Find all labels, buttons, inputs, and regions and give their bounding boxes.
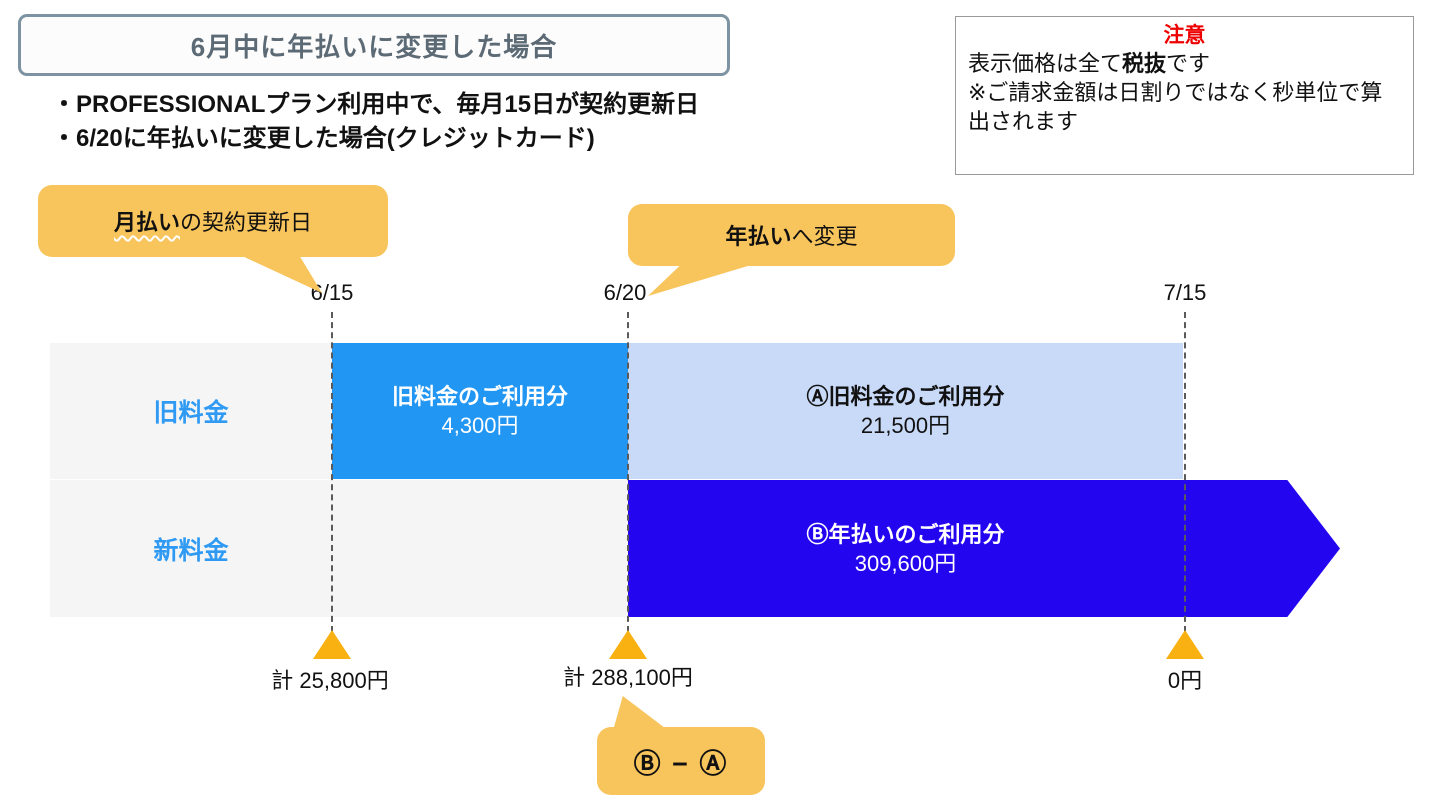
callout-yearly-change: 年払いへ変更 <box>628 204 955 266</box>
callout-yearly-tail <box>648 264 755 296</box>
notice-box: 注意 表示価格は全て税抜です ※ご請求金額は日割りではなく秒単位で算出されます <box>955 16 1414 175</box>
dashed-line-6-15 <box>331 312 333 632</box>
billing-marker-triangle-icon-1 <box>313 630 351 659</box>
total-amount-6-20: 計 288,100円 <box>563 665 693 690</box>
callout-yearly-bold: 年払い <box>725 224 792 249</box>
notice-line1-bold: 税抜 <box>1122 51 1167 76</box>
row-label-new-price: 新料金 <box>153 536 229 565</box>
notice-line1-pre: 表示価格は全て <box>968 51 1123 76</box>
condition-bullet-1: ・PROFESSIONALプラン利用中で、毎月15日が契約更新日 <box>52 91 700 118</box>
callout-monthly-rest: の契約更新日 <box>180 210 313 235</box>
condition-bullet-2: ・6/20に年払いに変更した場合(クレジットカード) <box>52 125 595 152</box>
callout-monthly-bold: 月払い <box>113 210 180 235</box>
total-amount-7-15: 0円 <box>1167 668 1203 693</box>
segment-old-price-usage-amount: 4,300円 <box>441 413 519 438</box>
callout-yearly-change-label: 年払いへ変更 <box>725 219 857 251</box>
billing-marker-triangle-icon-3 <box>1166 630 1204 659</box>
notice-line1-post: です <box>1166 51 1211 76</box>
callout-monthly-renewal-label: 月払いの契約更新日 <box>114 205 312 237</box>
dashed-line-6-20 <box>627 312 629 632</box>
callout-monthly-tail <box>240 255 322 293</box>
segment-b-yearly-usage-text: Ⓑ年払いのご利用分 309,600円 <box>628 480 1183 617</box>
notice-line-1: 表示価格は全て税抜です <box>968 49 1401 78</box>
dashed-line-7-15 <box>1184 312 1186 632</box>
notice-heading: 注意 <box>1163 24 1206 47</box>
row-label-old-price: 旧料金 <box>153 399 229 427</box>
segment-a-old-price-usage-amount: 21,500円 <box>860 413 951 438</box>
segment-b-yearly-usage-arrow: Ⓑ年払いのご利用分 309,600円 <box>628 480 1340 617</box>
callout-monthly-renewal: 月払いの契約更新日 <box>38 185 388 257</box>
diagram-title: 6月中に年払いに変更した場合 <box>190 31 558 62</box>
segment-a-old-price-usage-title: Ⓐ旧料金のご利用分 <box>806 384 1005 409</box>
old-price-row-background <box>50 343 332 479</box>
date-label-7-15: 7/15 <box>1163 280 1207 305</box>
callout-formula: Ⓑ − Ⓐ <box>597 727 765 795</box>
billing-marker-triangle-icon-2 <box>609 630 647 659</box>
segment-b-yearly-usage-title: Ⓑ年払いのご利用分 <box>806 521 1005 547</box>
notice-line-2: ※ご請求金額は日割りではなく秒単位で算出されます <box>968 80 1383 134</box>
new-price-row-background <box>50 480 628 617</box>
callout-yearly-rest: へ変更 <box>791 224 858 249</box>
callout-formula-tail <box>613 696 668 730</box>
date-label-6-15: 6/15 <box>310 280 354 305</box>
condition-bullets: ・PROFESSIONALプラン利用中で、毎月15日が契約更新日 ・6/20に年… <box>52 88 699 156</box>
callout-formula-label: Ⓑ − Ⓐ <box>633 748 729 779</box>
segment-old-price-usage: 旧料金のご利用分 4,300円 <box>332 343 628 479</box>
segment-a-old-price-usage: Ⓐ旧料金のご利用分 21,500円 <box>628 343 1183 479</box>
diagram-title-box: 6月中に年払いに変更した場合 <box>18 14 730 76</box>
date-label-6-20: 6/20 <box>603 280 647 305</box>
segment-b-yearly-usage-amount: 309,600円 <box>854 550 957 576</box>
segment-old-price-usage-title: 旧料金のご利用分 <box>391 384 568 409</box>
total-amount-6-15: 計 25,800円 <box>271 668 389 693</box>
